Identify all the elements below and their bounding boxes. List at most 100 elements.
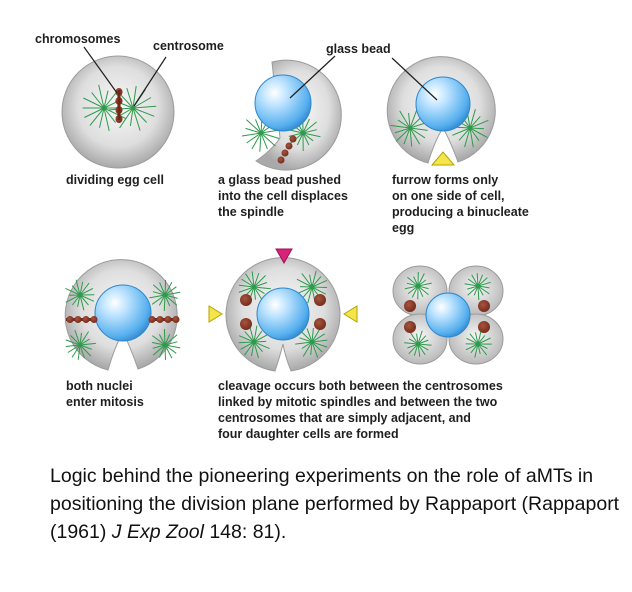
microtubule xyxy=(152,344,166,356)
microtubule xyxy=(477,274,484,287)
microtubule xyxy=(79,331,90,346)
aster-bottom-right xyxy=(465,330,492,358)
microtubule xyxy=(469,119,489,129)
centrosome xyxy=(163,293,167,297)
microtubule xyxy=(253,341,259,359)
microtubule xyxy=(164,344,166,360)
caption-line: into the cell displaces xyxy=(218,189,348,203)
microtubule xyxy=(238,341,255,344)
microtubule xyxy=(103,107,126,119)
glass-bead xyxy=(254,74,312,132)
microtubule xyxy=(77,344,81,360)
caption-both-nuclei: both nuclei enter mitosis xyxy=(66,378,144,410)
microtubule xyxy=(253,286,265,295)
caption-line: a glass bead pushed xyxy=(218,173,341,187)
microtubule xyxy=(469,116,481,129)
caption-bead-pushed: a glass bead pushed into the cell displa… xyxy=(218,172,348,220)
microtubule xyxy=(89,107,105,126)
microtubule xyxy=(417,343,432,346)
microtubule xyxy=(296,278,313,288)
microtubule xyxy=(164,344,177,354)
panel-four-daughter-cells xyxy=(392,265,504,365)
microtubule xyxy=(302,129,317,134)
glass-bead-label: glass bead xyxy=(326,42,391,56)
microtubule xyxy=(238,284,255,288)
microtubule xyxy=(417,343,426,356)
microtubule xyxy=(407,276,419,287)
microtubule xyxy=(251,341,255,357)
microtubule xyxy=(452,127,471,136)
microtubule xyxy=(71,344,81,358)
microtubule xyxy=(409,127,428,131)
aster-bottom-left xyxy=(238,325,270,359)
microtubule xyxy=(397,119,411,129)
microtubule xyxy=(302,121,317,134)
microtubule xyxy=(164,291,181,296)
microtubule xyxy=(163,328,166,346)
microtubule xyxy=(311,327,321,343)
microtubule xyxy=(260,132,280,139)
microtubule xyxy=(249,327,255,343)
glass-bead-pointer-1 xyxy=(289,55,336,99)
microtubule xyxy=(163,294,166,312)
microtubule xyxy=(409,127,426,139)
microtubule xyxy=(84,107,105,118)
microtubule xyxy=(244,331,255,343)
microtubule xyxy=(103,107,116,123)
daughter-nuclei xyxy=(404,300,490,333)
microtubule xyxy=(394,127,411,134)
microtubule xyxy=(477,285,490,295)
panel-both-nuclei xyxy=(64,259,181,371)
microtubule xyxy=(152,335,166,346)
microtubule xyxy=(253,272,260,288)
microtubule xyxy=(164,279,167,296)
microtubule xyxy=(469,127,488,139)
microtubule xyxy=(295,341,313,345)
microtubule xyxy=(164,294,178,306)
centrosome xyxy=(476,342,480,346)
microtubule xyxy=(469,109,476,129)
chromosomes-pointer xyxy=(83,46,118,94)
microtubule xyxy=(70,335,81,346)
microtubule xyxy=(91,92,105,109)
centrosome xyxy=(310,285,314,289)
microtubule xyxy=(132,107,141,131)
microtubule xyxy=(74,329,81,346)
microtubule xyxy=(311,279,328,288)
microtubule xyxy=(119,107,134,129)
microtubule xyxy=(311,286,328,288)
glass-bead xyxy=(425,292,471,338)
microtubule xyxy=(152,342,166,346)
centrosome xyxy=(310,340,314,344)
microtubule xyxy=(72,294,81,306)
microtubule xyxy=(65,339,81,346)
microtubule xyxy=(403,127,411,145)
metaphase-chromosomes-left xyxy=(66,316,98,323)
microtubule xyxy=(253,325,258,343)
centrosome xyxy=(408,126,412,130)
centrosome xyxy=(78,293,82,297)
microtubule xyxy=(164,294,178,299)
microtubule xyxy=(413,343,419,356)
microtubule xyxy=(311,341,319,358)
microtubule xyxy=(151,294,166,305)
microtubule xyxy=(159,282,166,296)
microtubule xyxy=(458,127,471,141)
microtubule xyxy=(103,90,109,109)
aster-top-left xyxy=(404,271,432,300)
microtubule xyxy=(404,285,419,290)
microtubule xyxy=(79,344,85,359)
microtubule xyxy=(464,283,479,287)
microtubule xyxy=(303,286,313,298)
microtubule xyxy=(469,333,479,345)
centrosome xyxy=(259,131,263,135)
microtubule xyxy=(469,127,485,130)
microtubule xyxy=(245,127,262,134)
microtubule xyxy=(253,286,256,300)
microtubule xyxy=(79,332,82,346)
caption-line: the spindle xyxy=(218,205,284,219)
microtubule xyxy=(469,127,480,141)
aster-top-left xyxy=(238,271,271,304)
microtubule xyxy=(244,341,255,356)
